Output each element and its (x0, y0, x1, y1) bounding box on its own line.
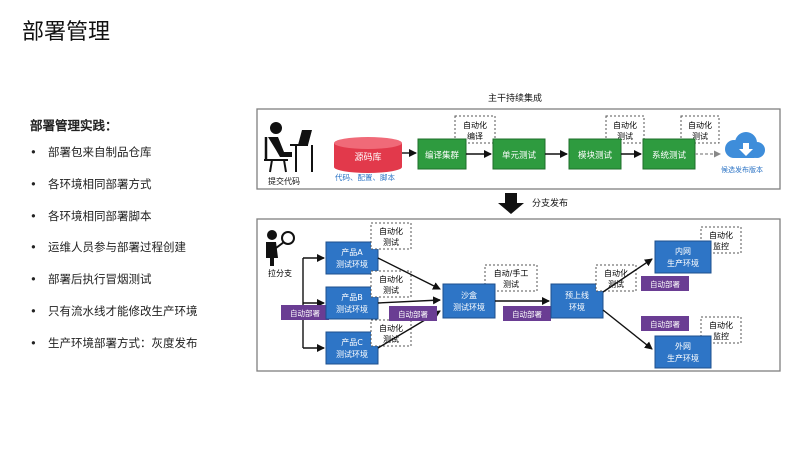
practice-list: •部署包来自制品仓库 •各环境相同部署方式 •各环境相同部署脚本 •运维人员参与… (30, 145, 198, 368)
preprod-env-label: 预上线 (565, 290, 589, 300)
note-text: 自动化 (613, 120, 637, 130)
extranet-prod-label: 生产环境 (667, 353, 699, 363)
cloud-download-icon (725, 132, 765, 158)
env-product-b-label: 测试环境 (336, 304, 368, 314)
note-text: 编译 (467, 131, 483, 141)
auto-deploy-tag (281, 305, 329, 320)
extranet-prod-box (654, 335, 712, 369)
page-title: 部署管理 (22, 20, 111, 45)
env-product-a-box (325, 241, 379, 275)
bullet-dot: • (30, 272, 37, 287)
branch-lines (302, 254, 325, 352)
auto-deploy-tag (389, 306, 437, 321)
branch-release-arrow (498, 193, 524, 214)
auto-deploy-tag (641, 276, 689, 291)
env-product-b-box (325, 286, 379, 320)
note-text: 测试 (383, 285, 399, 295)
intranet-prod-box (654, 240, 712, 274)
bullet-dot: • (30, 335, 37, 350)
note-text: 自动化 (463, 120, 487, 130)
note-text: 自动化 (688, 120, 712, 130)
env-product-c-label: 测试环境 (336, 349, 368, 359)
note-text: 自动化 (379, 274, 403, 284)
note-auto-test (370, 222, 412, 250)
release-candidate-label: 候选发布版本 (721, 165, 763, 174)
practice-item: •各环境相同部署方式 (30, 176, 152, 191)
repo-label: 源码库 (354, 151, 381, 163)
note-text: 测试 (503, 279, 519, 289)
extranet-prod-label: 外网 (675, 341, 691, 351)
practice-item: •只有流水线才能修改生产环境 (30, 303, 198, 318)
auto-deploy-tag (641, 316, 689, 331)
sandbox-env-box (442, 283, 496, 319)
practice-item: •部署包来自制品仓库 (30, 145, 152, 159)
system-test-label: 系统测试 (652, 150, 687, 161)
env-product-a-label: 产品A (341, 247, 363, 257)
compile-cluster-box (417, 138, 467, 170)
auto-deploy-tag-label: 自动部署 (650, 319, 680, 329)
preprod-env-box (550, 283, 604, 319)
module-test-box (568, 138, 622, 170)
practice-item: •各环境相同部署脚本 (30, 208, 152, 223)
repo-sub-label: 代码、配置、脚本 (335, 172, 395, 182)
bullet-dot: • (30, 176, 37, 191)
auto-deploy-tag (503, 306, 551, 321)
branch-caption: 分支发布 (532, 197, 568, 209)
arrows-to-production (602, 258, 653, 350)
practice-item: •生产环境部署方式：灰度发布 (30, 335, 198, 350)
auto-deploy-tag-label: 自动部署 (290, 308, 320, 318)
intranet-prod-label: 生产环境 (667, 258, 699, 268)
note-auto-manual-test (484, 264, 538, 292)
note-text: 监控 (713, 331, 729, 341)
note-text: 自动化 (709, 320, 733, 330)
note-text: 监控 (713, 241, 729, 251)
magnifier-person-icon (266, 230, 295, 266)
note-auto-test (595, 264, 637, 292)
source-repo (334, 137, 402, 173)
bullet-dot: • (30, 145, 37, 159)
practice-item: •运维人员参与部署过程创建 (30, 240, 186, 255)
auto-deploy-tag-label: 自动部署 (512, 309, 542, 319)
compile-cluster-label: 编译集群 (425, 150, 460, 161)
unit-test-box (492, 138, 546, 170)
note-text: 测试 (383, 334, 399, 344)
bullet-dot: • (30, 240, 37, 255)
note-text: 自动化 (709, 230, 733, 240)
env-product-b-label: 产品B (341, 292, 363, 302)
auto-deploy-tag-label: 自动部署 (398, 309, 428, 319)
note-text: 自动/手工 (494, 268, 529, 278)
note-text: 测试 (692, 131, 708, 141)
note-auto-test (370, 270, 412, 298)
auto-deploy-tag-label: 自动部署 (650, 279, 680, 289)
developer-icon (264, 122, 313, 173)
env-product-c-box (325, 331, 379, 365)
module-test-label: 模块测试 (578, 150, 613, 161)
note-text: 自动化 (379, 226, 403, 236)
commit-label: 提交代码 (268, 176, 300, 186)
note-text: 测试 (617, 131, 633, 141)
bullet-dot: • (30, 303, 37, 318)
practice-item: •部署后执行冒烟测试 (30, 272, 152, 287)
practice-title: 部署管理实践： (30, 118, 118, 133)
note-text: 自动化 (604, 268, 628, 278)
ci-caption: 主干持续集成 (488, 92, 542, 104)
bullet-dot: • (30, 208, 37, 223)
note-text: 测试 (383, 237, 399, 247)
env-product-a-label: 测试环境 (336, 259, 368, 269)
intranet-prod-label: 内网 (675, 246, 691, 256)
sandbox-env-label: 测试环境 (453, 302, 485, 312)
sandbox-env-label: 沙盒 (461, 290, 477, 300)
note-text: 自动化 (379, 323, 403, 333)
preprod-env-label: 环境 (569, 302, 585, 312)
unit-test-label: 单元测试 (502, 150, 537, 161)
pull-branch-label: 拉分支 (268, 268, 292, 278)
env-product-c-label: 产品C (341, 337, 363, 347)
